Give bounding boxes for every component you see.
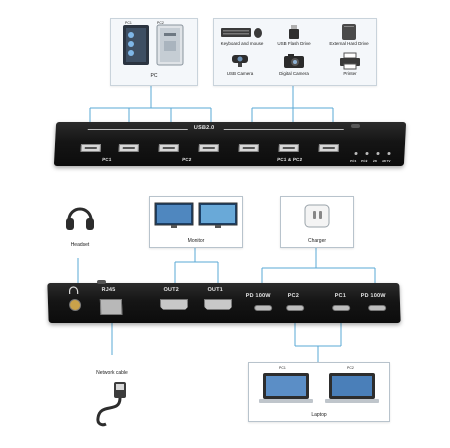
group-label-pc1-pc2: PC1 & PC2 bbox=[277, 157, 303, 162]
audio-jack-port bbox=[68, 299, 82, 311]
switch-button[interactable] bbox=[351, 124, 360, 128]
led-label-2k: 2K bbox=[373, 159, 378, 163]
usb-port-pc1-a bbox=[80, 144, 101, 152]
pc2-caption: PC2 bbox=[157, 21, 164, 25]
usb-header-line-right bbox=[223, 129, 344, 130]
digital-camera-label: Digital Camera bbox=[279, 71, 309, 76]
external-hard-drive-icon bbox=[342, 24, 356, 40]
laptop-pc1-caption: PC1 bbox=[279, 366, 286, 370]
out2-label: OUT2 bbox=[163, 287, 180, 293]
usb-flash-drive-icon bbox=[289, 25, 299, 39]
top-button[interactable] bbox=[97, 280, 106, 284]
rj45-port bbox=[99, 299, 123, 315]
network-cable-group: Network cable bbox=[82, 356, 142, 430]
hdmi-out1-port bbox=[204, 299, 232, 310]
usb-port-pc2-b bbox=[198, 144, 219, 152]
usbc-pd-left-port bbox=[254, 305, 273, 311]
laptop-pc2-caption: PC2 bbox=[347, 366, 354, 370]
led-label-4ktv: 4KTV bbox=[382, 159, 391, 163]
usb-port-shared-b bbox=[278, 144, 299, 152]
monitor-icon bbox=[154, 202, 238, 228]
charger-label: Charger bbox=[307, 238, 327, 244]
digital-camera-icon bbox=[284, 54, 304, 68]
printer-label: Printer bbox=[343, 71, 357, 76]
peripherals-card: Keyboard and mouse USB Flash Drive Exter… bbox=[213, 18, 377, 86]
laptop-label: Laptop bbox=[311, 412, 327, 418]
usb-port-pc1-b bbox=[118, 144, 139, 152]
usb-port-pc2-a bbox=[158, 144, 179, 152]
usb-flash-drive-label: USB Flash Drive bbox=[277, 41, 311, 46]
led-pc2 bbox=[365, 152, 369, 155]
group-label-pc1: PC1 bbox=[102, 157, 112, 162]
keyboard-mouse-label: Keyboard and mouse bbox=[220, 41, 264, 46]
pc1-caption: PC1 bbox=[125, 21, 132, 25]
led-pc1 bbox=[354, 152, 358, 155]
pc2-port-label: PC2 bbox=[287, 293, 300, 299]
headset-icon bbox=[66, 207, 94, 230]
network-cable-icon bbox=[96, 382, 126, 427]
laptop-icon bbox=[259, 373, 379, 403]
monitor-label: Monitor bbox=[187, 238, 205, 244]
pc-label: PC bbox=[150, 73, 158, 79]
laptop-card: PC1 PC2 Laptop bbox=[248, 362, 390, 422]
pd-left-label: PD 100W bbox=[245, 293, 271, 299]
led-label-pc2: PC2 bbox=[361, 159, 368, 163]
pd-right-label: PD 100W bbox=[360, 293, 386, 299]
led-4ktv bbox=[387, 152, 391, 155]
usb-port-shared-a bbox=[238, 144, 259, 152]
usb-port-shared-c bbox=[318, 144, 339, 152]
usb-camera-icon bbox=[232, 55, 248, 67]
kvm-switch-usb-side: USB2.0 PC1 PC2 PC1 & PC2 PC1 PC2 2K 4KTV bbox=[53, 122, 407, 166]
usbc-pc2-port bbox=[286, 305, 305, 311]
pc-card: PC1 PC2 PC bbox=[110, 18, 198, 86]
led-2k bbox=[376, 152, 380, 155]
usb-header-line bbox=[87, 129, 188, 130]
headset-group: Headset bbox=[56, 198, 104, 260]
usb-header-label: USB2.0 bbox=[193, 125, 215, 131]
usbc-pd-right-port bbox=[368, 305, 387, 311]
group-label-pc2: PC2 bbox=[182, 157, 192, 162]
usb-camera-label: USB Camera bbox=[226, 71, 254, 76]
pc1-port-label: PC1 bbox=[334, 293, 347, 299]
pc-tower-icon bbox=[123, 24, 184, 66]
kvm-switch-video-side: RJ45 OUT2 OUT1 PD 100W PC2 PC1 PD 100W bbox=[47, 283, 401, 323]
external-hard-drive-label: External Hard Drive bbox=[329, 41, 369, 46]
out1-label: OUT1 bbox=[207, 287, 224, 293]
hdmi-out2-port bbox=[160, 299, 188, 310]
headset-label: Headset bbox=[70, 242, 90, 248]
rj45-label: RJ45 bbox=[101, 287, 116, 293]
usbc-pc1-port bbox=[332, 305, 351, 311]
led-label-pc1: PC1 bbox=[350, 159, 357, 163]
monitor-card: Monitor bbox=[149, 196, 243, 248]
printer-icon bbox=[340, 52, 360, 70]
charger-card: Charger bbox=[280, 196, 354, 248]
audio-jack-icon bbox=[68, 286, 79, 294]
charger-icon bbox=[304, 204, 330, 228]
network-cable-label: Network cable bbox=[96, 370, 128, 376]
keyboard-mouse-icon bbox=[221, 28, 262, 38]
